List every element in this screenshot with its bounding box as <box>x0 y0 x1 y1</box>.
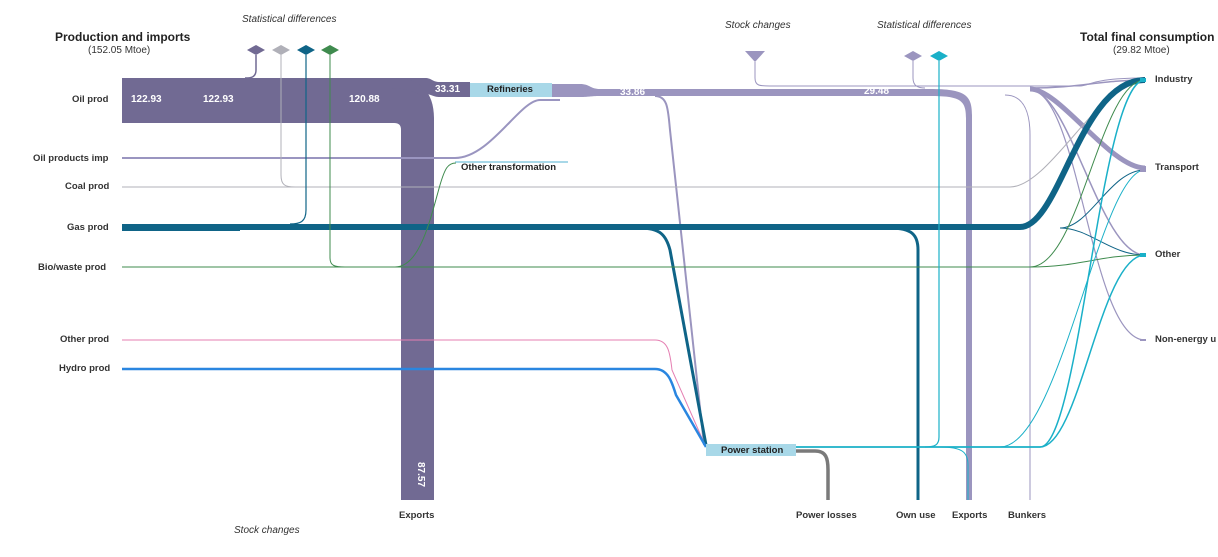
gas-prod-source-block <box>122 224 240 231</box>
oilprod-stat-diff-marker <box>904 51 922 61</box>
hydro-prod-flow <box>122 367 708 448</box>
source-label-gas-prod: Gas prod <box>67 222 109 233</box>
source-label-coal-prod: Coal prod <box>65 181 110 192</box>
source-label-hydro-prod: Hydro prod <box>59 363 111 374</box>
source-label-bio-waste-prod: Bio/waste prod <box>38 262 107 273</box>
bio-prod-flow <box>122 254 1146 268</box>
oil-stat-diff-line <box>244 55 257 79</box>
total-final-consumption-title: Total final consumption <box>1080 30 1215 44</box>
other-transformation-label: Other transformation <box>461 162 557 173</box>
coal-stat-diff-line <box>280 55 296 188</box>
stock-change-marker <box>745 51 765 62</box>
sink-label-exports-left: Exports <box>399 510 435 521</box>
stat-diff-markers-right <box>904 51 948 61</box>
bio-stat-diff-line <box>329 55 346 268</box>
sink-label-exports-right: Exports <box>952 510 988 521</box>
consumption-label-other: Other <box>1155 249 1181 260</box>
refineries-label: Refineries <box>487 84 533 95</box>
electricity-to-other-flow <box>796 254 1146 448</box>
other-node <box>1140 253 1146 257</box>
coal-stat-diff-marker <box>272 45 290 55</box>
gas-to-transport-flow <box>1059 169 1146 229</box>
stock-changes-bottom-label: Stock changes <box>234 525 300 536</box>
stat-diff-markers-left <box>247 45 339 55</box>
source-label-other-prod: Other prod <box>60 334 110 345</box>
gas-own-use-flow <box>889 226 920 500</box>
bio-to-other-transformation-flow <box>394 162 457 268</box>
production-imports-total: (152.05 Mtoe) <box>88 45 151 56</box>
to-refineries-value: 33.31 <box>435 84 461 95</box>
nonenergy-node <box>1140 339 1146 341</box>
industry-node <box>1140 78 1146 82</box>
stat-diff-right-label: Statistical differences <box>877 20 972 31</box>
consumption-label-non-energy-use: Non-energy u <box>1155 334 1217 345</box>
sink-label-power-losses: Power losses <box>796 510 857 521</box>
production-imports-title: Production and imports <box>55 30 191 44</box>
oil-main-value: 120.88 <box>349 94 380 105</box>
oil-prod-value-b: 122.93 <box>203 94 234 105</box>
power-station-node <box>706 444 796 456</box>
electricity-to-exports-flow <box>939 446 969 500</box>
source-label-oil-prod: Oil prod <box>72 94 109 105</box>
transport-node <box>1140 166 1146 172</box>
power-station-label: Power station <box>721 445 784 456</box>
gas-to-power-flow <box>639 226 708 446</box>
gas-prod-flow <box>122 77 1146 230</box>
bio-to-industry-flow <box>1029 79 1146 268</box>
electricity-to-transport-flow <box>999 169 1146 448</box>
refinery-to-bunkers-flow <box>1004 94 1031 500</box>
electricity-stat-diff-line <box>924 61 940 448</box>
consumption-label-transport: Transport <box>1155 162 1199 173</box>
total-final-consumption-total: (29.82 Mtoe) <box>1113 45 1170 56</box>
refinery-to-other-flow <box>1029 89 1146 256</box>
sink-label-bunkers: Bunkers <box>1008 510 1047 521</box>
sink-label-own-use: Own use <box>896 510 936 521</box>
oil-products-imp-flow <box>122 99 560 159</box>
elec-stat-diff-marker <box>930 51 948 61</box>
refineries-node <box>470 83 552 97</box>
refinery-out-value: 33.86 <box>620 87 646 98</box>
consumption-label-industry: Industry <box>1155 74 1193 85</box>
stat-diff-left-label: Statistical differences <box>242 14 337 25</box>
bio-stat-diff-marker <box>321 45 339 55</box>
stock-change-line <box>754 62 1146 87</box>
source-label-oil-products-imp: Oil products imp <box>33 153 109 164</box>
other-prod-flow <box>122 339 706 446</box>
gas-stat-diff-marker <box>297 45 315 55</box>
power-losses-flow <box>796 449 830 500</box>
oil-to-exports-bend <box>240 88 434 500</box>
refinery-to-power-flow <box>654 95 705 446</box>
refinery-out-value-b: 29.48 <box>864 86 890 97</box>
stock-changes-top-label: Stock changes <box>725 20 791 31</box>
exports-left-value: 87.57 <box>415 462 426 488</box>
refinery-output-flow <box>552 84 972 500</box>
oil-stat-diff-marker <box>247 45 265 55</box>
oilprod-stat-diff-line <box>912 61 926 89</box>
gas-stat-diff-line <box>289 55 307 225</box>
oil-prod-value-a: 122.93 <box>131 94 162 105</box>
